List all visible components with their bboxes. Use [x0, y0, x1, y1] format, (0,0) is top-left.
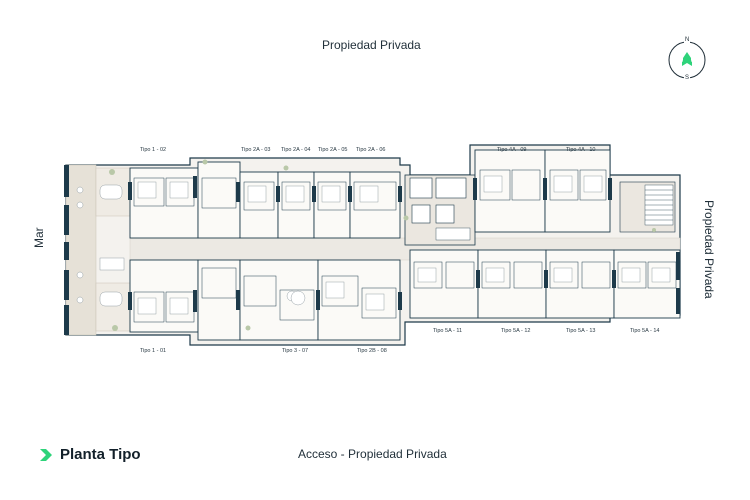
unit-label-4a-09: Tipo 4A - 09 [497, 147, 527, 153]
unit-label-2a-04: Tipo 2A - 04 [281, 147, 311, 153]
unit-label-1-01: Tipo 1 - 01 [140, 348, 167, 354]
plants [109, 159, 656, 331]
unit-label-5a-12: Tipo 5A - 12 [501, 328, 531, 334]
compass-south: S [684, 75, 691, 81]
chevron-logo-icon [40, 448, 52, 461]
plan-title: Planta Tipo [60, 446, 141, 463]
top-boundary-label: Propiedad Privada [322, 38, 421, 52]
unit-label-3-07: Tipo 3 - 07 [282, 348, 309, 354]
unit-label-2a-06: Tipo 2A - 06 [356, 147, 386, 153]
furniture-beds [137, 175, 671, 315]
unit-label-5a-14: Tipo 5A - 14 [630, 328, 660, 334]
unit-label-2a-03: Tipo 2A - 03 [241, 147, 271, 153]
unit-label-2b-08: Tipo 2B - 08 [357, 348, 387, 354]
unit-label-2a-05: Tipo 2A - 05 [318, 147, 348, 153]
unit-label-5a-11: Tipo 5A - 11 [433, 328, 463, 334]
brand: Planta Tipo [40, 446, 141, 463]
stair [435, 184, 674, 241]
furniture-terrace [76, 184, 306, 307]
compass: N S [665, 37, 709, 82]
unit-label-1-02: Tipo 1 - 02 [140, 147, 167, 153]
sea-terraces [65, 164, 131, 336]
unit-label-4a-10: Tipo 4A - 10 [566, 147, 596, 153]
compass-north: N [684, 37, 691, 43]
unit-label-5a-13: Tipo 5A - 13 [566, 328, 596, 334]
bottom-boundary-label: Acceso - Propiedad Privada [298, 447, 447, 461]
structural-columns [64, 165, 680, 335]
